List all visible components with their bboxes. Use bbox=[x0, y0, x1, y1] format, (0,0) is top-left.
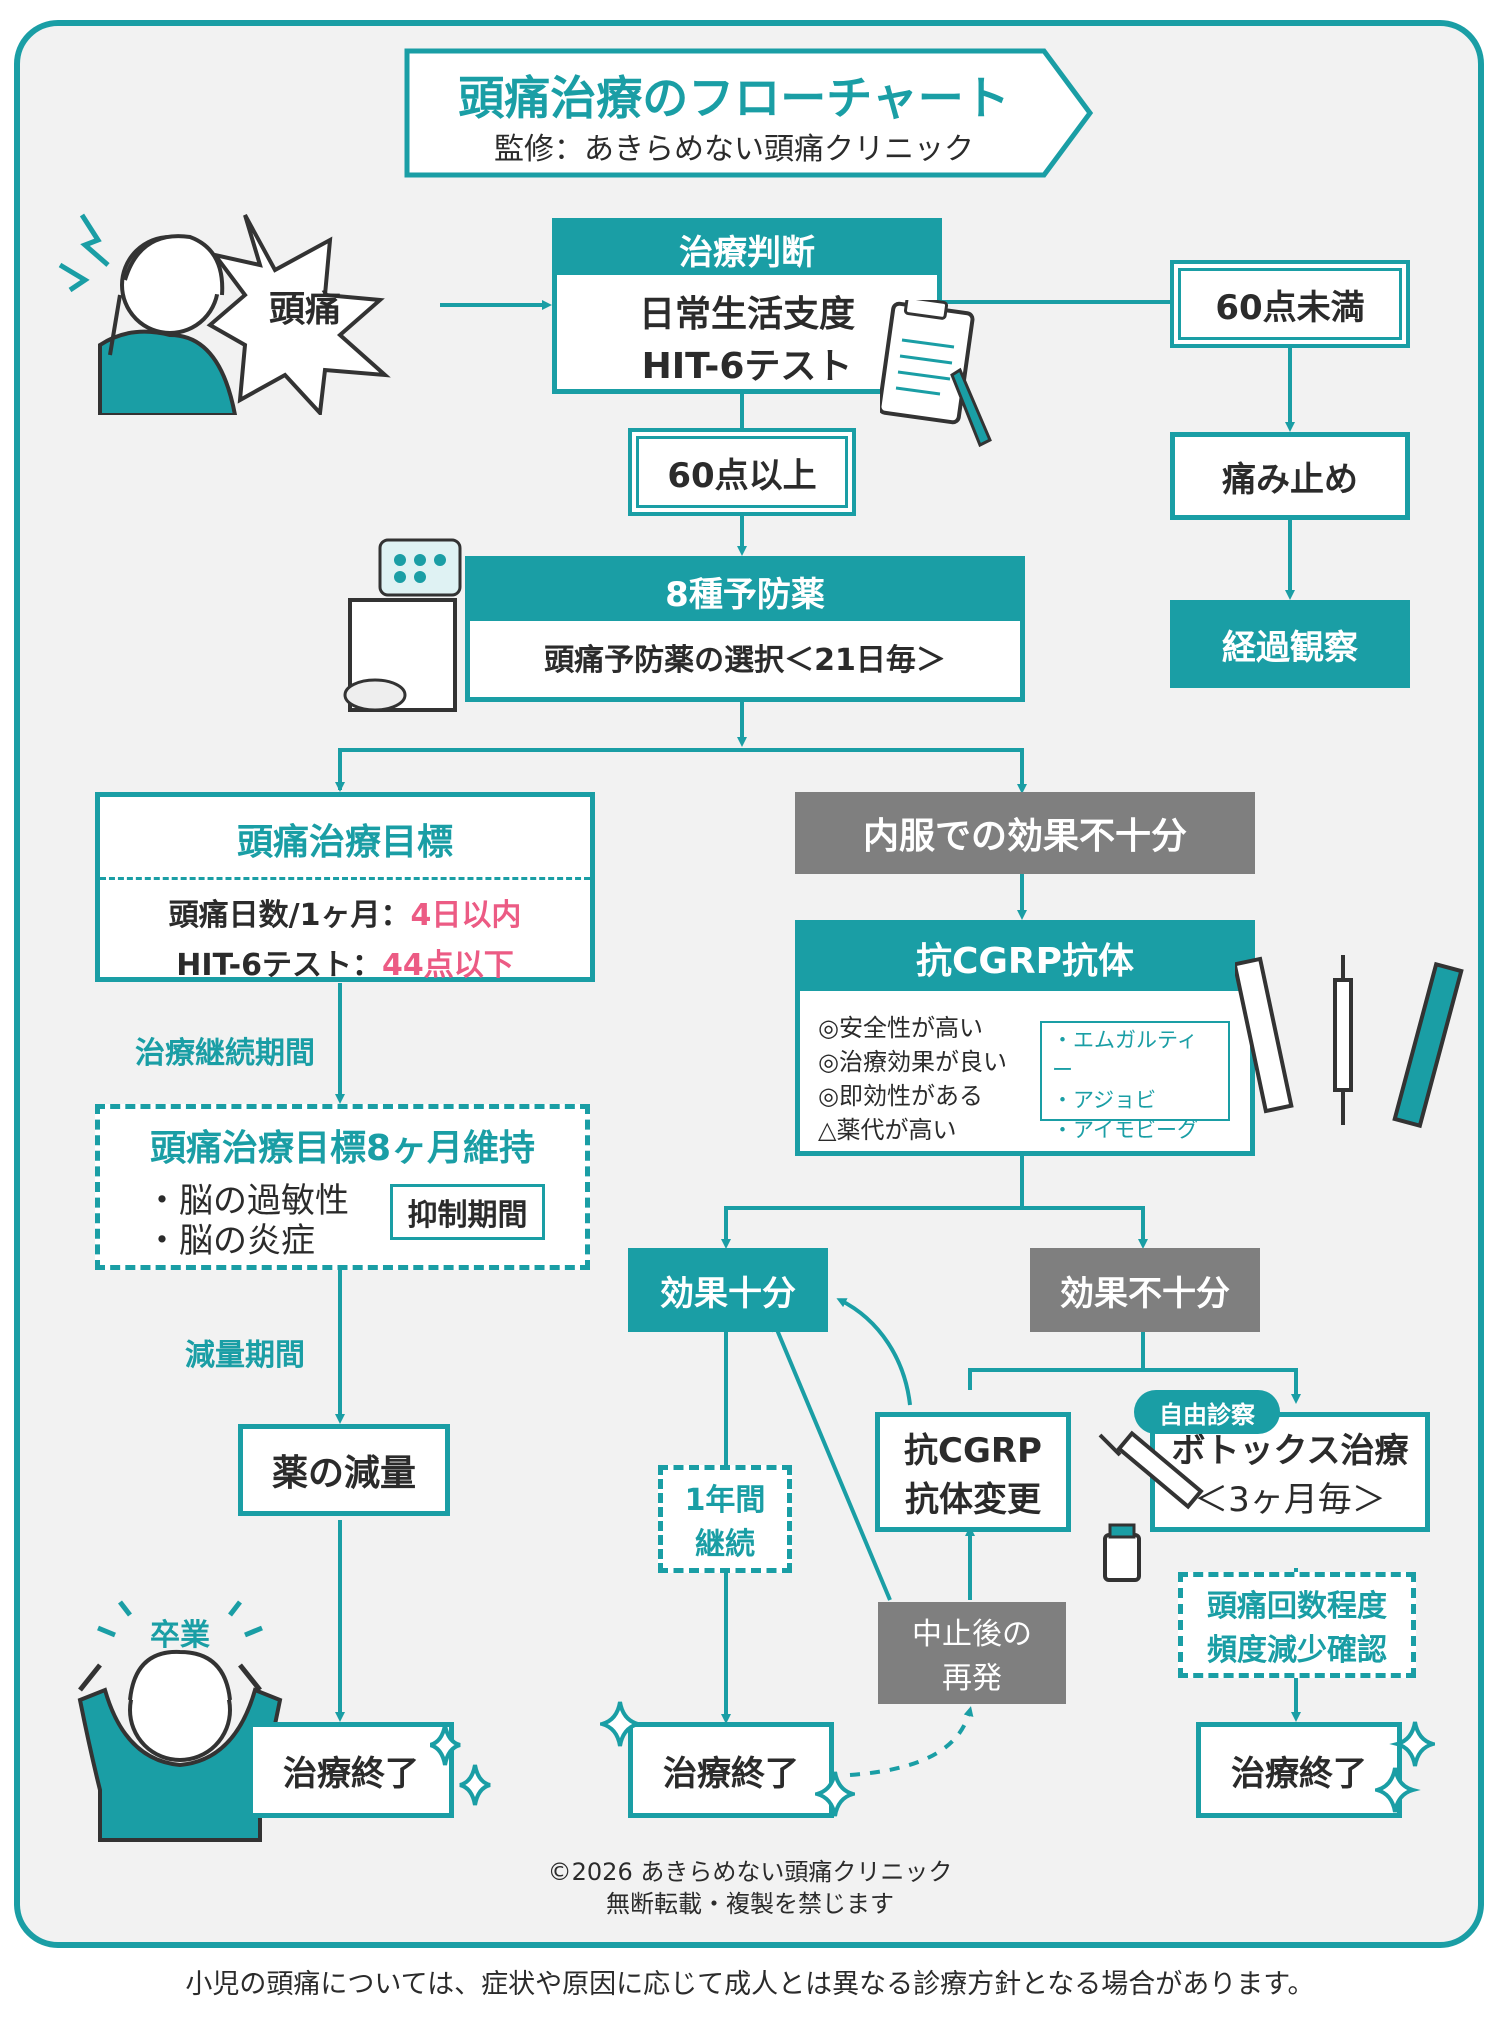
goal-row1-label: 頭痛日数/1ヶ月： bbox=[168, 898, 411, 933]
cgrp-pros: ◎安全性が高い ◎治療効果が良い ◎即効性がある △薬代が高い bbox=[818, 1011, 1007, 1147]
botox-line2: ＜3ヶ月毎＞ bbox=[1194, 1480, 1386, 1520]
goal-row2-value: 44点以下 bbox=[381, 948, 514, 983]
cgrp-drug-list: ・エムガルティー ・アジョビ ・アイモビーグ bbox=[1040, 1021, 1230, 1142]
injection-pens-icon bbox=[1235, 955, 1464, 1129]
score-60-or-more: 60点以上 bbox=[628, 428, 856, 516]
suppression-period-tag: 抑制期間 bbox=[390, 1184, 545, 1240]
oral-insufficient-box: 内服での効果不十分 bbox=[795, 792, 1255, 874]
graduate-person-illustration bbox=[77, 1600, 283, 1842]
sparkle-icon bbox=[815, 1771, 855, 1817]
preventive-box: 8種予防薬 頭痛予防薬の選択＜21日毎＞ bbox=[465, 556, 1025, 702]
relapse-box: 中止後の 再発 bbox=[878, 1602, 1066, 1704]
page-subtitle: 監修：あきらめない頭痛クリニック bbox=[494, 132, 974, 167]
painkiller-box: 痛み止め bbox=[1170, 432, 1410, 520]
botox-box: ボトックス治療 ＜3ヶ月毎＞ bbox=[1150, 1412, 1430, 1532]
continue-period-label: 治療継続期間 bbox=[135, 1036, 315, 1071]
graduate-label: 卒業 bbox=[150, 1618, 210, 1653]
score-below-60: 60点未満 bbox=[1170, 260, 1410, 348]
medicine-icon bbox=[343, 538, 462, 712]
goal-header: 頭痛治療目標 bbox=[236, 822, 453, 863]
headache-person-illustration bbox=[58, 213, 391, 418]
syringe-icon bbox=[1098, 1430, 1204, 1582]
cgrp-pro-item: ◎安全性が高い bbox=[818, 1014, 983, 1042]
end-box-left: 治療終了 bbox=[248, 1722, 454, 1818]
relapse-line2: 再発 bbox=[942, 1661, 1002, 1696]
goal-row1-value: 4日以内 bbox=[410, 898, 522, 933]
cgrp-box: 抗CGRP抗体 ◎安全性が高い ◎治療効果が良い ◎即効性がある △薬代が高い … bbox=[795, 920, 1255, 1156]
end-box-center: 治療終了 bbox=[628, 1722, 834, 1818]
judgement-box: 治療判断 日常生活支度 HIT-6テスト bbox=[552, 218, 942, 394]
maintain-item2: ・脳の炎症 bbox=[145, 1221, 315, 1261]
copyright-line2: 無断転載・複製を禁じます bbox=[606, 1890, 894, 1918]
preventive-header: 8種予防薬 bbox=[470, 561, 1020, 621]
self-pay-tag: 自由診察 bbox=[1134, 1390, 1280, 1434]
observation-box: 経過観察 bbox=[1170, 600, 1410, 688]
cgrp-change-box: 抗CGRP 抗体変更 bbox=[875, 1412, 1071, 1532]
cgrp-change-line2: 抗体変更 bbox=[905, 1480, 1041, 1520]
page-title: 頭痛治療のフローチャート bbox=[458, 71, 1010, 125]
end-box-right: 治療終了 bbox=[1196, 1722, 1402, 1818]
clipboard-icon bbox=[880, 300, 992, 448]
cgrp-drug-item: ・エムガルティー bbox=[1052, 1028, 1198, 1082]
headache-label: 頭痛 bbox=[268, 289, 341, 330]
one-year-box: 1年間 継続 bbox=[658, 1465, 792, 1573]
reduce-period-label: 減量期間 bbox=[185, 1338, 305, 1373]
headache-start: 頭痛 bbox=[40, 185, 450, 418]
maintain-box: 頭痛治療目標8ヶ月維持 ・脳の過敏性 ・脳の炎症 抑制期間 bbox=[95, 1104, 590, 1270]
botox-check-line1: 頭痛回数程度 bbox=[1207, 1589, 1387, 1624]
cgrp-pro-item: ◎治療効果が良い bbox=[818, 1048, 1007, 1076]
cgrp-change-line1: 抗CGRP bbox=[904, 1431, 1042, 1471]
botox-line1: ボトックス治療 bbox=[1171, 1431, 1409, 1471]
preventive-body: 頭痛予防薬の選択＜21日毎＞ bbox=[544, 643, 946, 678]
cgrp-con-item: △薬代が高い bbox=[818, 1116, 957, 1144]
judgement-header: 治療判断 bbox=[557, 223, 937, 275]
dose-reduction-box: 薬の減量 bbox=[238, 1424, 450, 1516]
effective-box: 効果十分 bbox=[628, 1248, 828, 1332]
sparkle-icon bbox=[430, 1724, 491, 1806]
judgement-line1: 日常生活支度 bbox=[638, 294, 855, 335]
botox-check-line2: 頻度減少確認 bbox=[1207, 1633, 1387, 1668]
one-year-line2: 継続 bbox=[695, 1527, 755, 1562]
sparkle-icon bbox=[600, 1701, 640, 1747]
goal-row2-label: HIT-6テスト： bbox=[176, 948, 382, 983]
cgrp-header: 抗CGRP抗体 bbox=[800, 925, 1250, 991]
botox-check-box: 頭痛回数程度 頻度減少確認 bbox=[1178, 1572, 1416, 1678]
maintain-title: 頭痛治療目標8ヶ月維持 bbox=[149, 1128, 536, 1169]
sparkle-icon bbox=[1375, 1721, 1435, 1813]
relapse-line1: 中止後の bbox=[912, 1617, 1032, 1652]
footnote: 小児の頭痛については、症状や原因に応じて成人とは異なる診療方針となる場合がありま… bbox=[185, 1969, 1315, 2000]
title-banner: 頭痛治療のフローチャート 監修：あきらめない頭痛クリニック bbox=[404, 48, 1094, 178]
copyright-line1: ©2026 あきらめない頭痛クリニック bbox=[547, 1858, 953, 1886]
goal-divider bbox=[100, 877, 590, 880]
cgrp-drug-item: ・アジョビ bbox=[1052, 1088, 1157, 1112]
maintain-item1: ・脳の過敏性 bbox=[145, 1181, 349, 1221]
one-year-line1: 1年間 bbox=[684, 1483, 766, 1518]
cgrp-pro-item: ◎即効性がある bbox=[818, 1082, 983, 1110]
judgement-line2: HIT-6テスト bbox=[641, 346, 853, 387]
not-effective-box: 効果不十分 bbox=[1030, 1248, 1260, 1332]
treatment-goal-box: 頭痛治療目標 頭痛日数/1ヶ月：4日以内 HIT-6テスト：44点以下 bbox=[95, 792, 595, 983]
cgrp-drug-item: ・アイモビーグ bbox=[1052, 1118, 1198, 1142]
